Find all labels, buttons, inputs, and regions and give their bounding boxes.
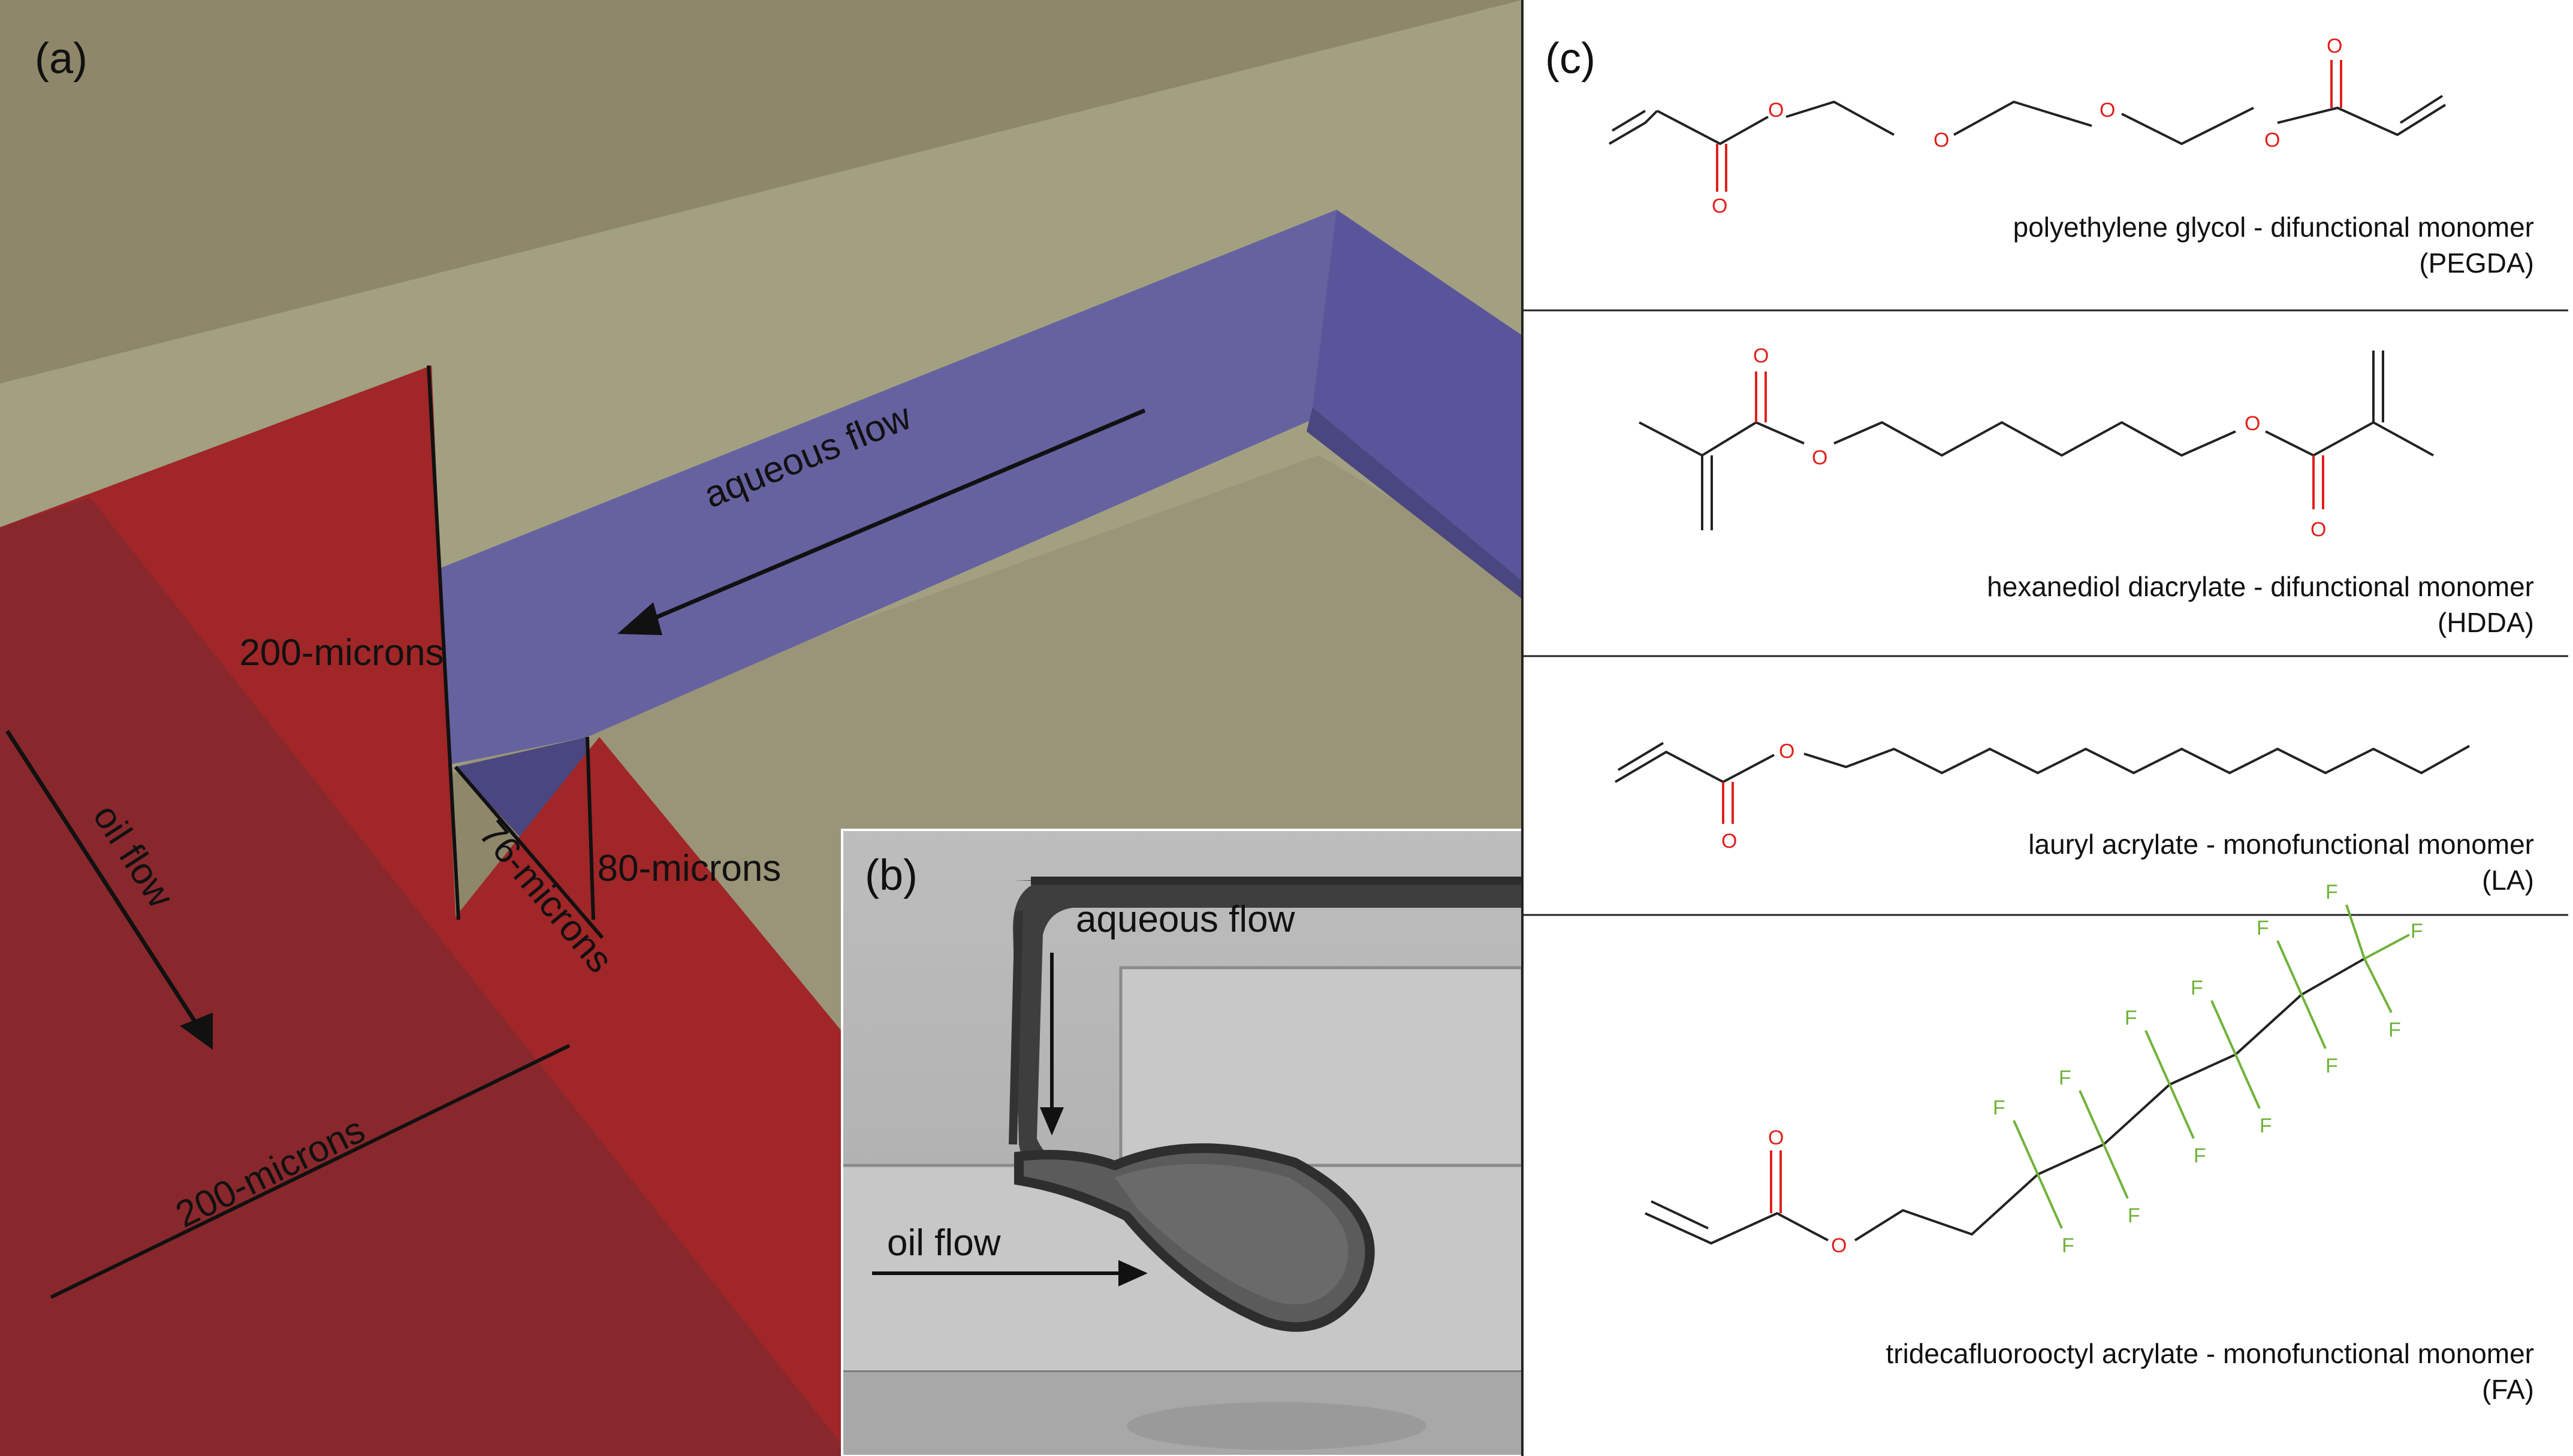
dim-line-76 <box>454 766 604 939</box>
aqueous-channel <box>438 210 1522 767</box>
oxygen-atom: O <box>1779 740 1794 763</box>
channel-block <box>1119 966 1522 1167</box>
oxygen-atom: O <box>1933 129 1949 152</box>
fluorine-atom: F <box>2194 1144 2206 1167</box>
panel-b: (b) aqueous flow oil flow <box>841 829 1524 1456</box>
panel-b-label: (b) <box>865 851 918 899</box>
dim-80-label: 80-microns <box>598 848 782 889</box>
oxygen-atom: O <box>1712 195 1727 218</box>
panel-c: (c) O O O O O O polyethylene glycol - d <box>1521 0 2568 1456</box>
oxygen-atom: O <box>1768 99 1784 122</box>
dim-line-200-bottom <box>50 1044 571 1299</box>
oxygen-atom: O <box>2327 35 2342 58</box>
hdda-structure: O O O O <box>1639 345 2434 541</box>
la-name: lauryl acrylate - monofunctional monomer <box>2028 829 2534 860</box>
fluorine-atom: F <box>2125 1007 2137 1029</box>
fluorine-atom: F <box>1993 1096 2005 1119</box>
oxygen-atom: O <box>2245 412 2260 435</box>
oil-channel-shade <box>0 497 851 1456</box>
oil-channel-wall <box>90 365 456 917</box>
fluorine-atom: F <box>2059 1067 2071 1089</box>
aqueous-flow-arrow <box>617 408 1146 635</box>
aqueous-channel-corner <box>1313 210 1522 581</box>
oxygen-atom: O <box>2310 518 2326 541</box>
fluorine-atom: F <box>2257 917 2269 940</box>
panel-c-label: (c) <box>1545 35 1595 83</box>
micrograph-oil-label: oil flow <box>887 1222 1001 1264</box>
oxygen-atom: O <box>1753 345 1769 367</box>
dim-200-vertical-label: 200-microns <box>239 632 444 673</box>
fluorine-atom: F <box>2128 1204 2140 1227</box>
dim-line-80 <box>586 736 595 920</box>
fluorine-atom: F <box>2260 1114 2272 1137</box>
micrograph-oil-arrow <box>872 1260 1148 1286</box>
panel-a-label: (a) <box>35 35 88 83</box>
fluorine-atom: F <box>2325 881 2338 904</box>
hdda-abbr: (HDDA) <box>2438 607 2534 638</box>
oxygen-atom: O <box>1721 830 1737 853</box>
pegda-name: polyethylene glycol - difunctional monom… <box>2013 212 2534 243</box>
oxygen-atom: O <box>2100 99 2115 122</box>
pegda-abbr: (PEGDA) <box>2419 247 2534 279</box>
fluorine-atom: F <box>2062 1234 2074 1257</box>
oxygen-atom: O <box>1831 1234 1847 1257</box>
fluorine-atom: F <box>2388 1019 2401 1041</box>
oil-flow-arrow <box>5 730 213 1050</box>
fa-abbr: (FA) <box>2482 1374 2534 1405</box>
micrograph-aqueous-label: aqueous flow <box>1076 899 1295 940</box>
aqueous-channel-edge <box>1307 407 1522 599</box>
la-structure: O O <box>1614 740 2470 853</box>
dim-line-200-vertical <box>427 365 460 920</box>
oxygen-atom: O <box>2264 129 2280 152</box>
micrograph-aqueous-arrow <box>1040 953 1064 1135</box>
fluorine-atom: F <box>2325 1055 2338 1077</box>
fa-structure: O O F F F F F F F F F F F F F <box>1645 881 2423 1257</box>
la-abbr: (LA) <box>2482 865 2534 896</box>
fa-name: tridecafluorooctyl acrylate - monofuncti… <box>1886 1338 2535 1369</box>
fluorine-atom: F <box>2411 920 2423 943</box>
fluorine-atom: F <box>2191 977 2203 999</box>
hdda-name: hexanediol diacrylate - difunctional mon… <box>1987 571 2534 602</box>
pegda-structure: O O O O O O <box>1608 35 2447 218</box>
oxygen-atom: O <box>1768 1126 1784 1149</box>
oxygen-atom: O <box>1812 446 1827 469</box>
